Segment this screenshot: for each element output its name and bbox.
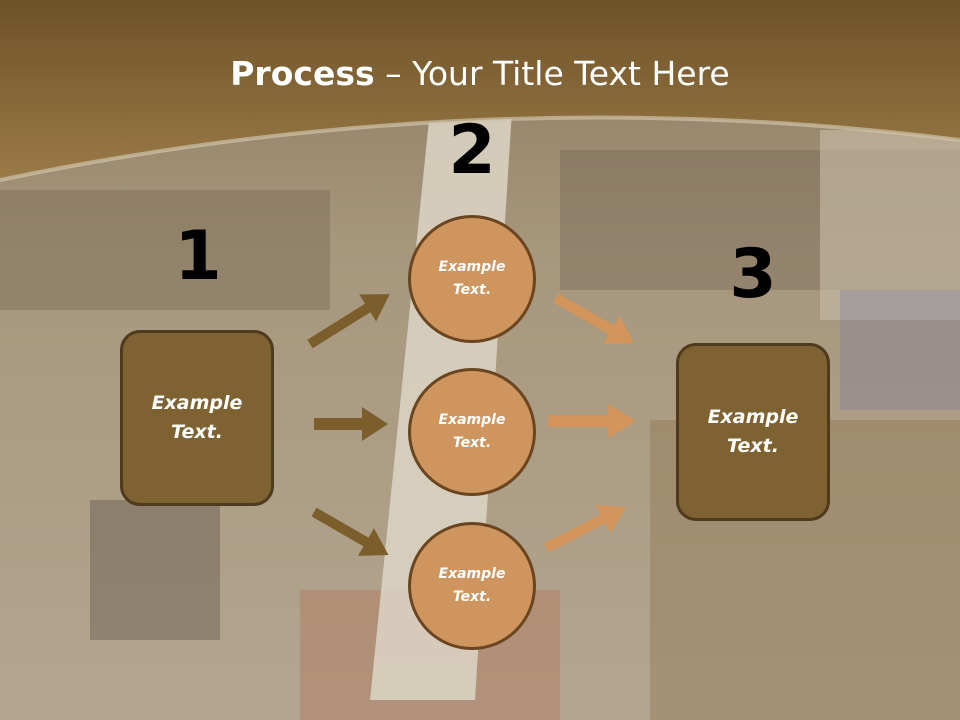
process-circle-top: Example Text. (408, 215, 536, 343)
left-box-line1: Example (151, 392, 243, 414)
left-box-line2: Text. (171, 421, 223, 443)
step-number-2: 2 (448, 111, 496, 190)
circle-middle-line1: Example (438, 412, 506, 428)
title-rest: – Your Title Text Here (374, 54, 730, 93)
right-box-line2: Text. (727, 435, 779, 457)
arrow-right-down (553, 293, 634, 344)
right-process-box: Example Text. (676, 343, 830, 521)
title-bold: Process (230, 54, 375, 93)
circle-bottom-line1: Example (438, 566, 506, 582)
circle-bottom-line2: Text. (452, 589, 492, 605)
right-box-line1: Example (707, 406, 799, 428)
step-number-3: 3 (729, 235, 777, 314)
slide-title: Process – Your Title Text Here (0, 52, 960, 96)
arrow-left-up (307, 294, 390, 349)
arrow-right-mid (548, 404, 636, 438)
step-number-1: 1 (174, 217, 222, 296)
circle-middle-line2: Text. (452, 435, 492, 451)
left-process-box: Example Text. (120, 330, 274, 506)
circle-top-line2: Text. (452, 282, 492, 298)
process-circle-middle: Example Text. (408, 368, 536, 496)
circle-top-line1: Example (438, 259, 506, 275)
arrow-right-up (543, 504, 627, 553)
arrow-left-mid (314, 407, 388, 441)
arrow-left-down (311, 507, 389, 556)
process-circle-bottom: Example Text. (408, 522, 536, 650)
